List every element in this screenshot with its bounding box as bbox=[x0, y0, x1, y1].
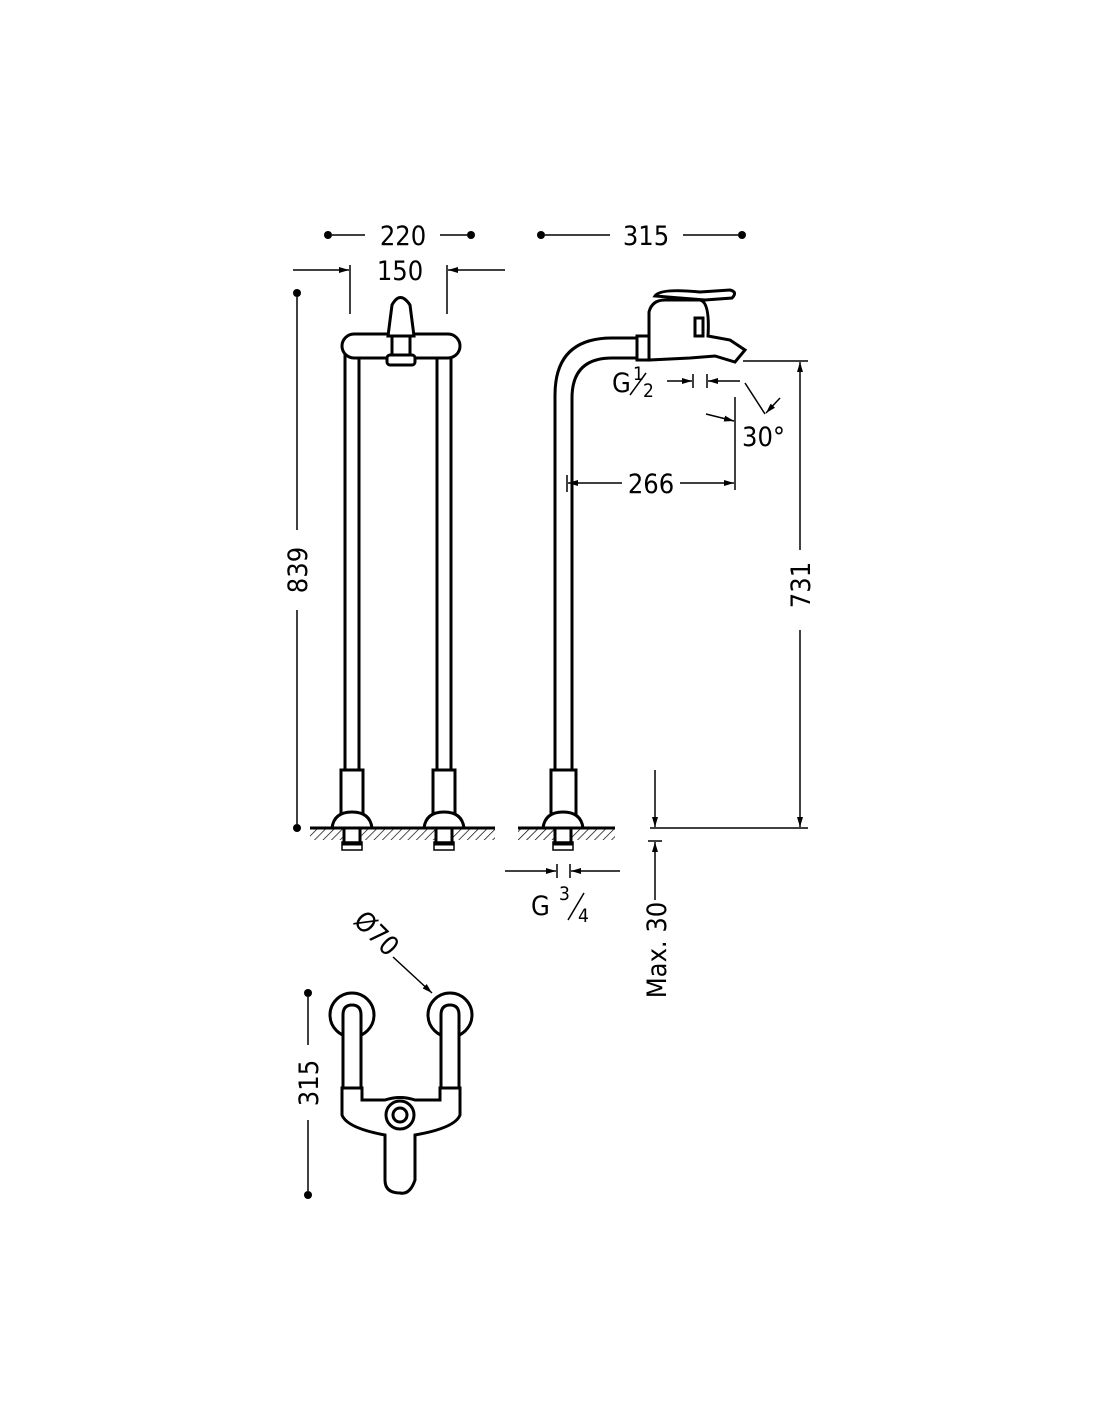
fraction-slash bbox=[629, 372, 647, 396]
dimension-lines bbox=[293, 231, 808, 1199]
thread-half-num: 1 bbox=[633, 363, 644, 385]
dim-731: 731 bbox=[786, 562, 817, 608]
dim-315-side: 315 bbox=[623, 221, 669, 252]
plan-view bbox=[328, 991, 474, 1195]
thread-half-den: 2 bbox=[643, 380, 654, 402]
dim-839: 839 bbox=[283, 547, 314, 593]
front-view bbox=[310, 296, 495, 851]
fraction-slash bbox=[567, 892, 585, 921]
dim-diameter-70: Ø70 bbox=[347, 905, 404, 962]
dim-30-deg: 30° bbox=[742, 422, 785, 453]
dim-220: 220 bbox=[380, 221, 426, 252]
side-view bbox=[518, 288, 748, 851]
thread-3-4-num: 3 bbox=[559, 883, 570, 905]
dim-266: 266 bbox=[628, 469, 674, 500]
dim-315-plan: 315 bbox=[294, 1060, 325, 1106]
thread-g-three-quarter: G bbox=[531, 891, 550, 922]
thread-3-4-den: 4 bbox=[578, 905, 589, 927]
dim-150: 150 bbox=[377, 256, 423, 287]
thread-g-half: G bbox=[612, 368, 631, 399]
dim-max-30: Max. 30 bbox=[642, 902, 673, 999]
